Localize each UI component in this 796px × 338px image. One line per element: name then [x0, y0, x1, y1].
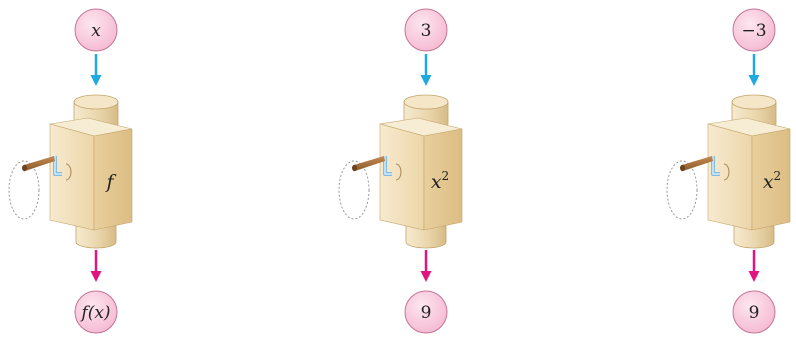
- function-machine-2: 3 x2 9: [338, 8, 463, 334]
- output-arrow: [90, 250, 102, 282]
- input-arrow: [748, 54, 760, 86]
- output-ball: f(x): [74, 290, 118, 334]
- input-arrow: [420, 54, 432, 86]
- machine-body: x2: [379, 94, 463, 249]
- input-ball: −3: [732, 8, 776, 52]
- output-arrow: [748, 250, 760, 282]
- crank-handle: [8, 156, 72, 220]
- input-ball: x: [74, 8, 118, 52]
- function-label: x2: [763, 169, 781, 193]
- function-label: f: [104, 171, 116, 193]
- function-label: x2: [431, 169, 449, 193]
- output-label: 9: [749, 303, 760, 323]
- output-arrow: [420, 250, 432, 282]
- output-ball: 9: [404, 290, 448, 334]
- crank-handle: [338, 156, 402, 220]
- input-ball: 3: [404, 8, 448, 52]
- function-machine-3: −3 x2 9: [666, 8, 791, 334]
- crank-handle: [666, 156, 730, 220]
- input-label: x: [91, 21, 101, 41]
- function-machine-1: x f: [8, 8, 133, 334]
- machine-body: f: [49, 94, 133, 249]
- output-label: f(x): [79, 303, 110, 323]
- output-label: 9: [421, 303, 432, 323]
- input-label: 3: [421, 21, 432, 41]
- output-ball: 9: [732, 290, 776, 334]
- input-arrow: [90, 54, 102, 86]
- input-label: −3: [741, 21, 766, 41]
- machine-body: x2: [707, 94, 791, 249]
